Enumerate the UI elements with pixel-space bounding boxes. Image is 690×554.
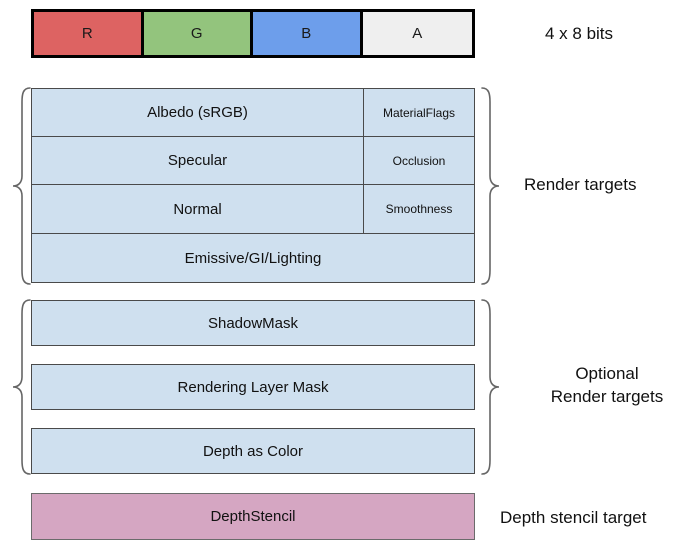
rgba-channel-bar: R G B A [31, 9, 475, 58]
channel-cell-r: R [34, 12, 144, 55]
rt-label-occlusion: Occlusion [392, 153, 446, 168]
optional-box-shadowmask: ShadowMask [31, 300, 475, 346]
rt-cell-main-specular: Specular [32, 137, 364, 184]
table-row: Specular Occlusion [32, 137, 474, 185]
optional-caption-line2: Render targets [550, 387, 664, 406]
optional-label-depth-as-color: Depth as Color [202, 442, 304, 460]
depth-stencil-box: DepthStencil [31, 493, 475, 540]
table-row: Normal Smoothness [32, 185, 474, 234]
rt-cell-alpha-materialflags: MaterialFlags [364, 89, 474, 136]
channel-bar-caption: 4 x 8 bits [545, 24, 614, 43]
channel-label-r: R [81, 25, 93, 42]
channel-cell-b: B [253, 12, 363, 55]
optional-caption-line1: Optional [575, 364, 639, 383]
channel-cell-a: A [362, 12, 472, 55]
channel-cell-g: G [143, 12, 253, 55]
render-targets-table: Albedo (sRGB) MaterialFlags Specular Occ… [31, 88, 475, 283]
render-targets-caption: Render targets [524, 175, 637, 194]
render-targets-right-brace [478, 86, 502, 286]
table-row: Albedo (sRGB) MaterialFlags [32, 89, 474, 137]
channel-label-g: G [190, 25, 203, 42]
rt-label-albedo: Albedo (sRGB) [147, 104, 248, 121]
rt-cell-main-emissive: Emissive/GI/Lighting [32, 234, 474, 282]
rt-label-normal: Normal [173, 200, 222, 218]
depth-stencil-label: DepthStencil [210, 508, 296, 525]
table-row: Emissive/GI/Lighting [32, 234, 474, 282]
rt-label-specular: Specular [167, 152, 228, 169]
depth-stencil-caption: Depth stencil target [500, 508, 647, 527]
optional-render-targets-caption: Optional Render targets [524, 362, 690, 408]
rt-label-materialflags: MaterialFlags [382, 105, 456, 120]
optional-box-depth-as-color: Depth as Color [31, 428, 475, 474]
channel-label-b: B [301, 25, 312, 42]
optional-render-targets-right-brace [478, 298, 502, 476]
rt-cell-alpha-smoothness: Smoothness [364, 185, 474, 233]
rt-cell-main-albedo: Albedo (sRGB) [32, 89, 364, 136]
optional-label-shadowmask: ShadowMask [207, 314, 299, 332]
rt-label-emissive: Emissive/GI/Lighting [184, 249, 322, 267]
optional-label-rendering-layer-mask: Rendering Layer Mask [177, 378, 329, 396]
channel-label-a: A [412, 25, 423, 42]
rt-cell-alpha-occlusion: Occlusion [364, 137, 474, 184]
optional-box-rendering-layer-mask: Rendering Layer Mask [31, 364, 475, 410]
rt-cell-main-normal: Normal [32, 185, 364, 233]
rt-label-smoothness: Smoothness [385, 202, 453, 216]
